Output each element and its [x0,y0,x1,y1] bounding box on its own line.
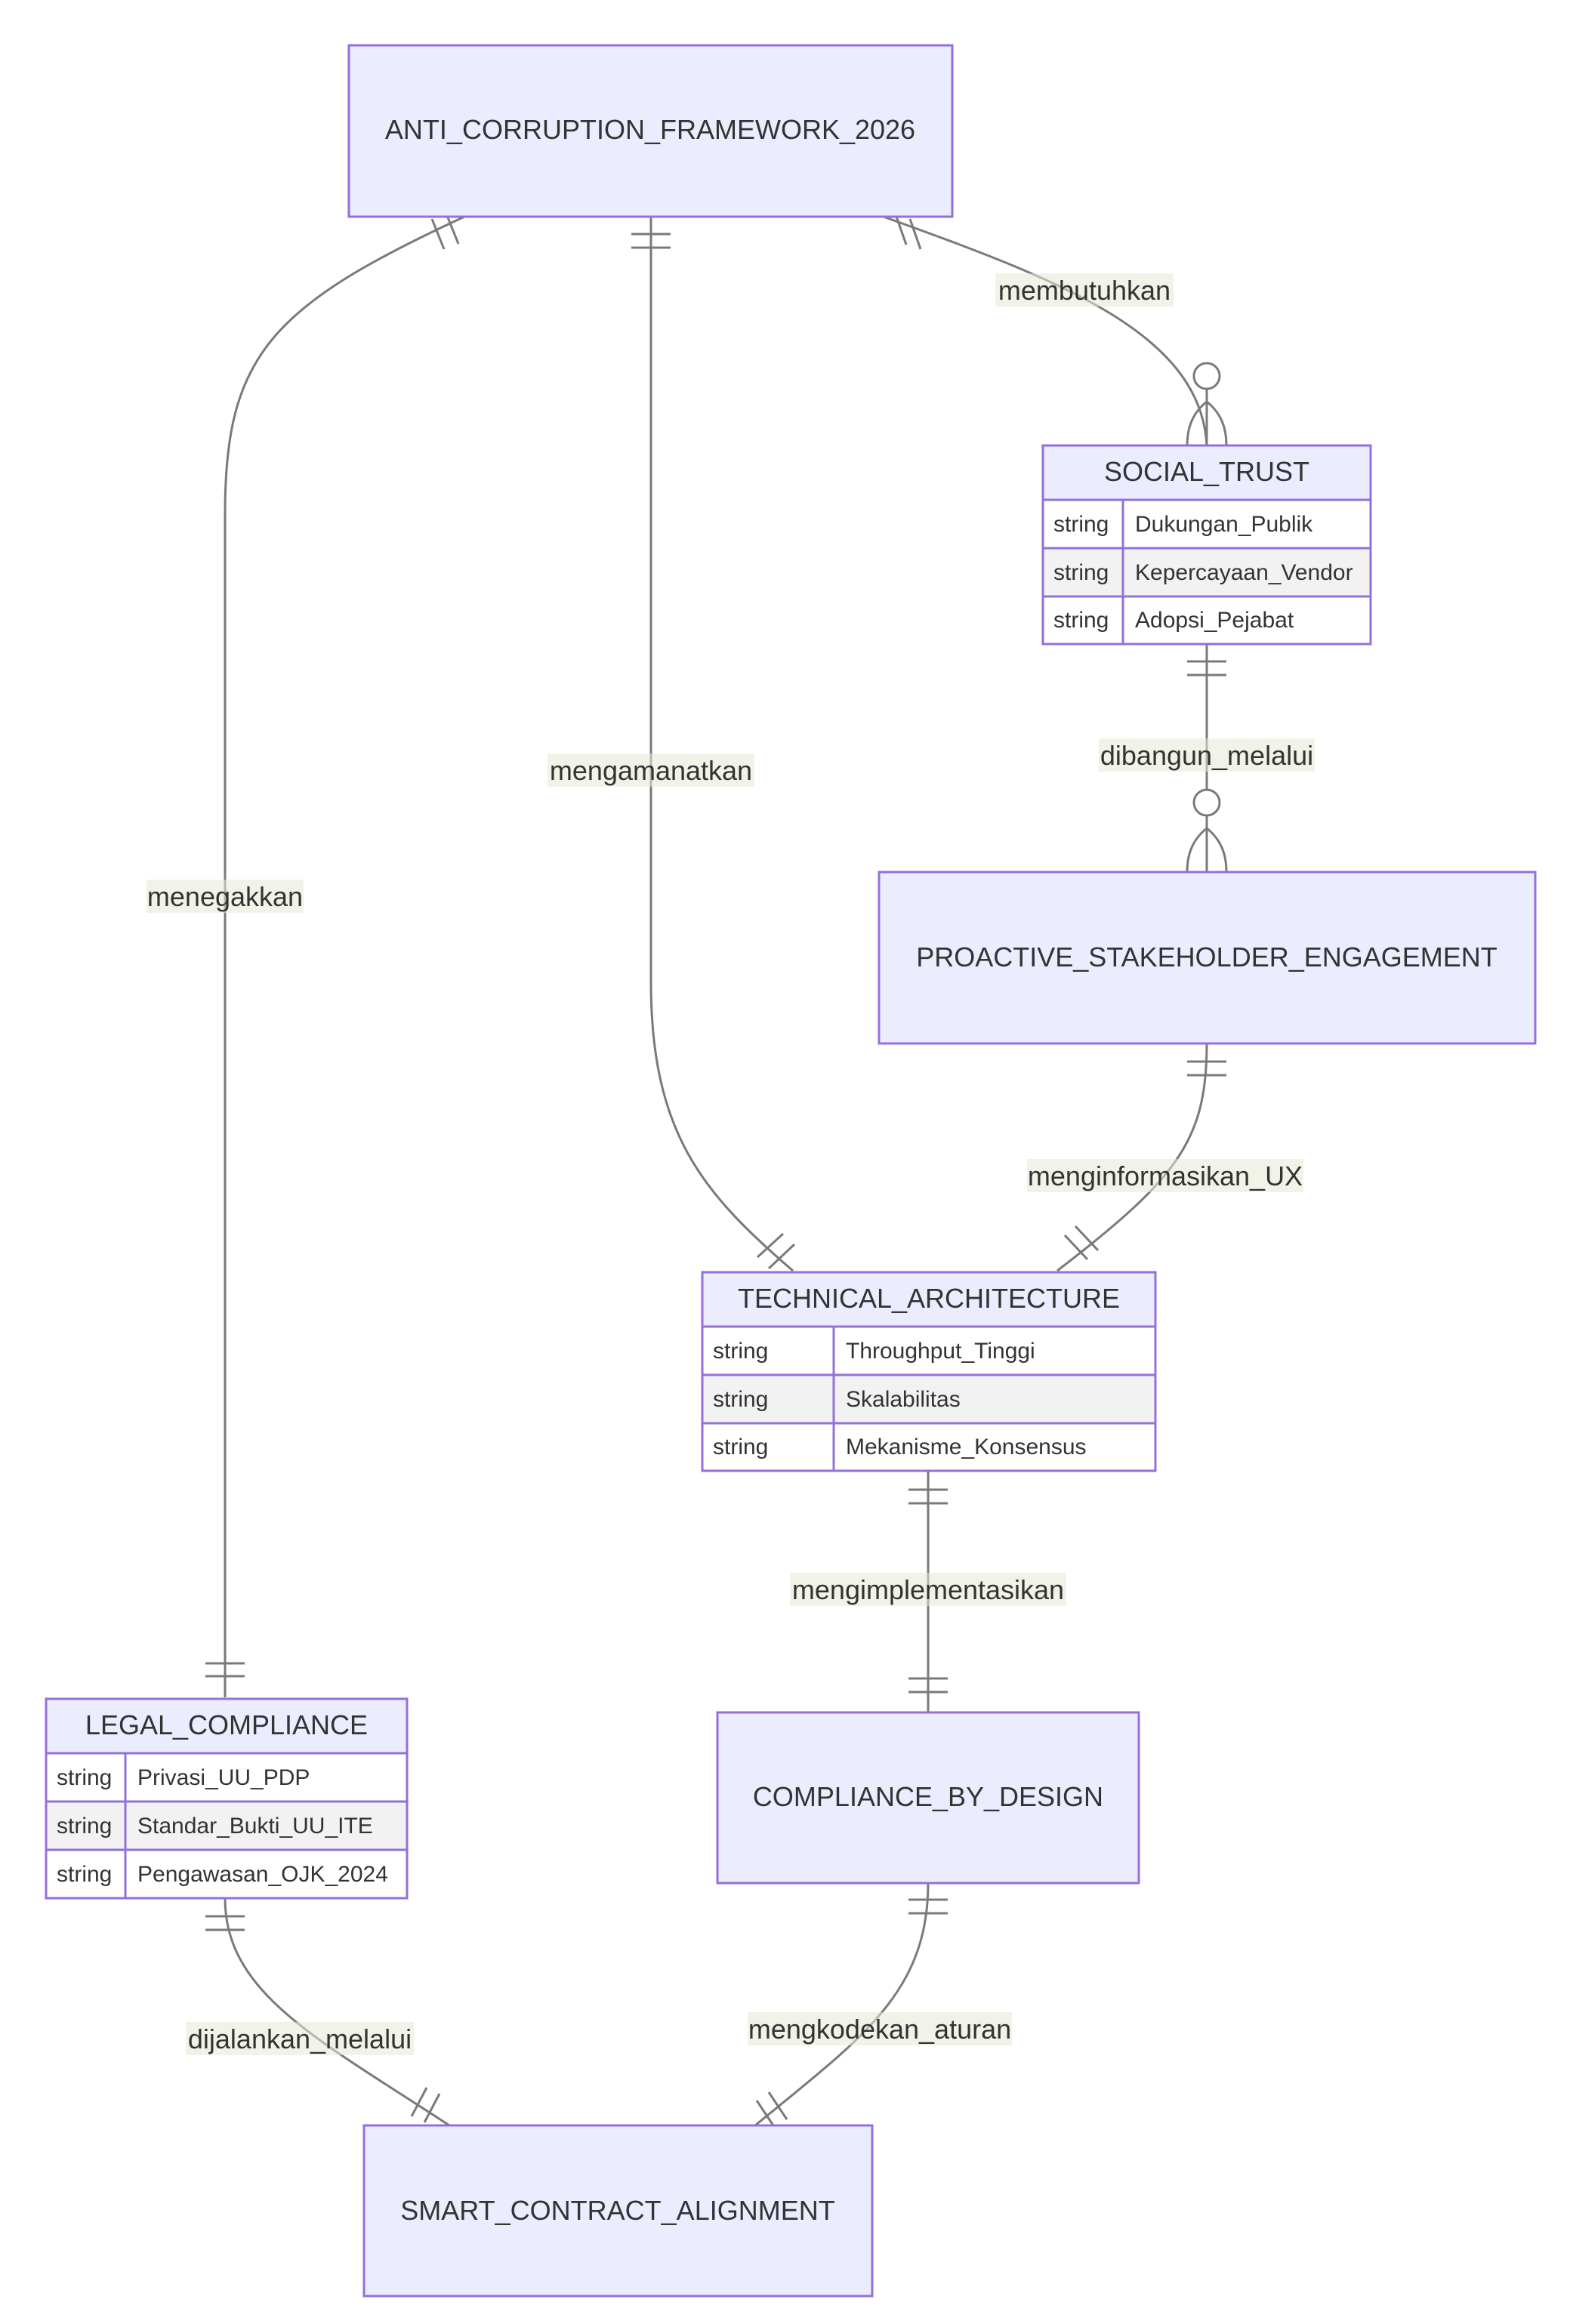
attribute-name: Adopsi_Pejabat [1135,608,1294,633]
attribute-name: Dukungan_Publik [1135,512,1313,537]
label-menegakkan: menegakkan [147,880,304,913]
one-bar-mark [430,218,446,250]
attribute-name: Standar_Bukti_UU_ITE [137,1814,373,1839]
edge-compliance-smartcontract [754,1882,930,2127]
attribute-type: string [57,1765,112,1790]
entity-title: COMPLIANCE_BY_DESIGN [753,1781,1103,1812]
one-bar-mark [894,214,908,245]
svg-text:menginformasikan_UX: menginformasikan_UX [1028,1160,1303,1191]
entity-title: SMART_CONTRACT_ALIGNMENT [400,2195,834,2226]
label-mengamanatkan: mengamanatkan [547,754,754,787]
edge-legal-smartcontract [224,1897,450,2127]
edge-engagement-technical [1056,1043,1208,1272]
attribute-type: string [713,1435,768,1459]
svg-text:mengamanatkan: mengamanatkan [550,755,752,786]
one-bar-mark [423,2093,441,2123]
one-bar-mark [1063,1234,1089,1261]
one-bar-mark [767,1243,796,1270]
entity-title: PROACTIVE_STAKEHOLDER_ENGAGEMENT [916,942,1498,972]
attribute-type: string [713,1387,768,1412]
label-menginformasikan-ux: menginformasikan_UX [1027,1159,1303,1192]
crowfoot-mark [1186,815,1228,873]
entity-legal-compliance[interactable]: LEGAL_COMPLIANCE string Privasi_UU_PDP s… [45,1697,409,1900]
one-bar-mark [908,218,922,250]
attribute-type: string [57,1814,112,1839]
label-membutuhkan: membutuhkan [995,273,1174,307]
attribute-name: Privasi_UU_PDP [137,1765,310,1790]
one-bar-mark [756,1232,785,1259]
one-bar-mark [1074,1225,1100,1252]
entity-compliance-by-design[interactable]: COMPLIANCE_BY_DESIGN [716,1711,1140,1885]
entity-social-trust[interactable]: SOCIAL_TRUST string Dukungan_Publik stri… [1041,444,1372,646]
attribute-name: Throughput_Tinggi [846,1339,1035,1364]
entity-title: LEGAL_COMPLIANCE [85,1709,368,1740]
svg-text:dijalankan_melalui: dijalankan_melalui [188,2023,412,2054]
attribute-name: Kepercayaan_Vendor [1135,560,1353,585]
one-bar-mark [767,2091,788,2120]
zero-circle-mark [1192,788,1221,817]
zero-circle-mark [1192,362,1221,390]
relationship-labels: membutuhkan dibangun_melalui mengamanatk… [147,273,1315,2055]
svg-text:mengkodekan_aturan: mengkodekan_aturan [748,2014,1011,2045]
attribute-type: string [1053,560,1109,585]
svg-text:dibangun_melalui: dibangun_melalui [1100,740,1313,771]
svg-text:menegakkan: menegakkan [147,881,303,912]
label-mengkodekan-aturan: mengkodekan_aturan [748,2012,1012,2045]
entity-technical-architecture[interactable]: TECHNICAL_ARCHITECTURE string Throughput… [701,1271,1157,1472]
attribute-name: Pengawasan_OJK_2024 [137,1862,388,1887]
attribute-type: string [57,1862,112,1887]
attribute-type: string [1053,512,1109,537]
entity-title: TECHNICAL_ARCHITECTURE [738,1283,1120,1314]
crowfoot-mark [1186,389,1228,446]
edge-framework-legal [224,215,465,1697]
cardinality-markers [205,213,1228,2128]
one-bar-mark [445,213,460,245]
attribute-name: Mekanisme_Konsensus [846,1435,1087,1459]
edge-framework-social [883,215,1208,446]
entity-proactive-stakeholder-engagement[interactable]: PROACTIVE_STAKEHOLDER_ENGAGEMENT [878,871,1537,1045]
one-bar-mark [755,2100,776,2128]
attribute-name: Skalabilitas [846,1387,961,1412]
entity-title: SOCIAL_TRUST [1104,456,1309,487]
label-dibangun-melalui: dibangun_melalui [1099,738,1315,772]
attribute-type: string [713,1339,768,1364]
edge-framework-technical [649,217,794,1272]
svg-text:mengimplementasikan: mengimplementasikan [792,1574,1064,1605]
entity-smart-contract-alignment[interactable]: SMART_CONTRACT_ALIGNMENT [362,2124,874,2298]
one-bar-mark [410,2087,428,2117]
label-mengimplementasikan: mengimplementasikan [790,1573,1066,1606]
label-dijalankan-melalui: dijalankan_melalui [186,2022,414,2055]
attribute-type: string [1053,608,1109,633]
entity-anti-corruption-framework[interactable]: ANTI_CORRUPTION_FRAMEWORK_2026 [347,44,954,218]
svg-text:membutuhkan: membutuhkan [998,275,1171,306]
entity-title: ANTI_CORRUPTION_FRAMEWORK_2026 [385,114,915,145]
